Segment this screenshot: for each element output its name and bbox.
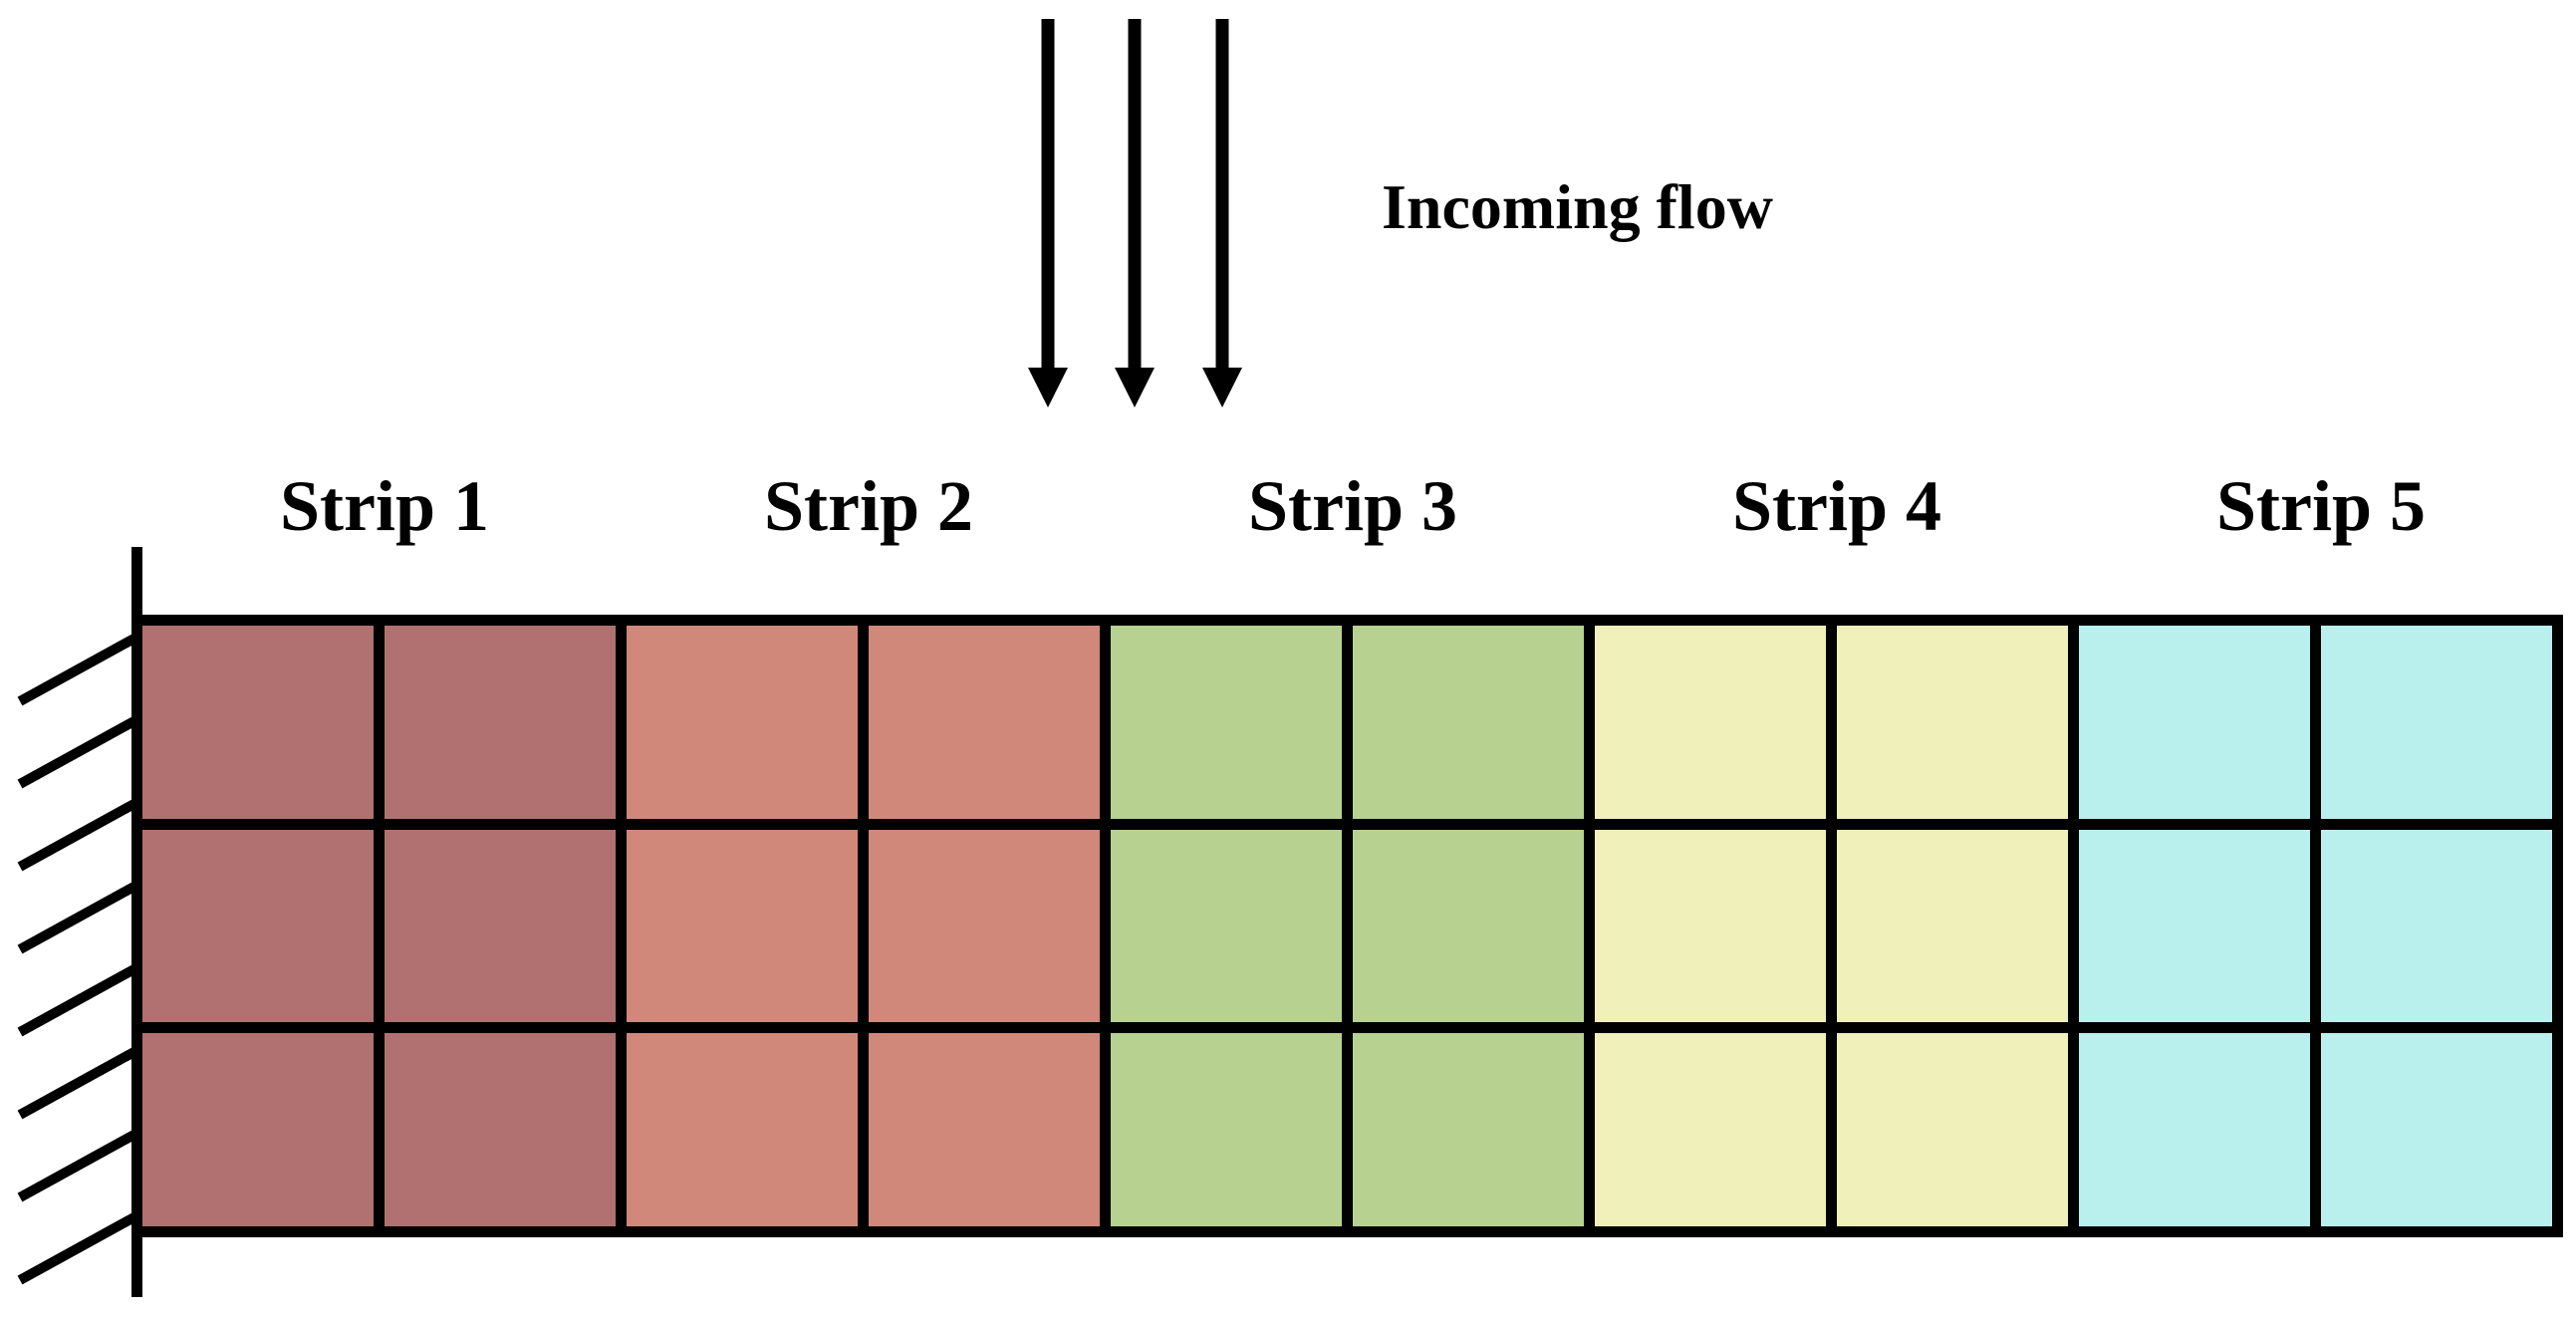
grid-cell: [2079, 626, 2310, 819]
hatch-line: [17, 961, 142, 1037]
support-hatching: [17, 631, 142, 1285]
down-arrow: [1115, 19, 1155, 407]
incoming-flow-arrows: [1028, 19, 1242, 407]
hatch-line: [17, 1044, 142, 1120]
grid-cell: [385, 1033, 616, 1226]
grid-cell: [1837, 626, 2068, 819]
hatch-line: [17, 631, 142, 706]
strip-label: Strip 3: [1247, 466, 1458, 546]
hatch-line: [17, 1209, 142, 1285]
grid-cell: [1353, 1033, 1584, 1226]
hatch-line: [17, 796, 142, 872]
grid-cell: [869, 1033, 1100, 1226]
strip-label: Strip 5: [2215, 466, 2427, 546]
grid-cell: [385, 626, 616, 819]
strip-label: Strip 1: [279, 466, 490, 546]
grid-cell: [142, 1033, 374, 1226]
grid-cell: [2321, 626, 2552, 819]
hatch-line: [17, 713, 142, 789]
strip-grid: [131, 615, 2563, 1237]
grid-cell: [1353, 626, 1584, 819]
grid-cell: [385, 829, 616, 1023]
grid-cell: [1111, 829, 1342, 1023]
hatch-line: [17, 1127, 142, 1202]
grid-cell: [2079, 829, 2310, 1023]
down-arrow: [1028, 19, 1068, 407]
grid-cell: [627, 626, 858, 819]
grid-cell: [1111, 626, 1342, 819]
fixed-support: [17, 547, 142, 1297]
grid-cell: [1595, 626, 1826, 819]
hatch-line: [17, 879, 142, 954]
grid-cell: [1111, 1033, 1342, 1226]
grid-cell: [142, 829, 374, 1023]
strip-label: Strip 2: [763, 466, 974, 546]
grid-cell: [1595, 1033, 1826, 1226]
grid-cell: [142, 626, 374, 819]
grid-cell: [1837, 1033, 2068, 1226]
grid-cell: [1595, 829, 1826, 1023]
grid-cell: [869, 829, 1100, 1023]
down-arrow: [1202, 19, 1242, 407]
grid-cell: [2079, 1033, 2310, 1226]
grid-cell: [627, 1033, 858, 1226]
grid-cell: [2321, 829, 2552, 1023]
grid-cell: [1353, 829, 1584, 1023]
grid-cell: [2321, 1033, 2552, 1226]
incoming-flow-label: Incoming flow: [1382, 171, 1773, 242]
strip-label: Strip 4: [1731, 466, 1942, 546]
grid-cell: [1837, 829, 2068, 1023]
grid-cell: [627, 829, 858, 1023]
grid-cell: [869, 626, 1100, 819]
